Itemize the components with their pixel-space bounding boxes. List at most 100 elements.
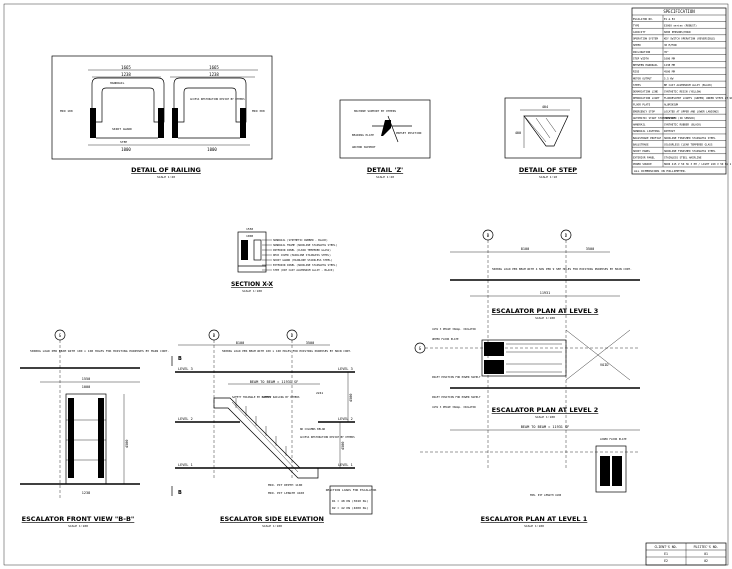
side-scale: SCALE 1:100 [262, 524, 282, 528]
client-header-1: CLIENT'S NO. [654, 545, 677, 549]
side-level-2-r: LEVEL 2 [338, 417, 353, 421]
spec-row-label: EXTERIOR PANEL [633, 156, 655, 160]
plan1-scale: SCALE 1:100 [524, 524, 544, 528]
railing-label-access: ACCESS RESTORATION DEVICE BY OTHERS [190, 97, 245, 101]
side-label-access: ACCESS RESTORATION DEVICE BY OTHERS [300, 435, 355, 439]
spec-row-value: E1 & E2 [664, 17, 675, 21]
svg-text:B: B [178, 356, 182, 362]
side-label-railing: SAFETY RAILING BY OTHERS [262, 395, 300, 399]
spec-row-label: CAPACITY [633, 30, 646, 34]
railing-dim-1: 1665 [121, 65, 131, 70]
spec-row-value: PROVIDED (IR SENSOR) [664, 116, 696, 120]
plan-grid-b: B [487, 233, 490, 238]
section-dim-2: 1000 [246, 234, 253, 238]
escalator-plans: B D G 8100 3500 5000KG LOAD PER BEAM WIT… [414, 229, 640, 528]
spec-row-label: BALUSTRADE [633, 142, 649, 146]
section-label: STEP (DIE CAST ALUMINIUM ALLOY - BLACK) [273, 268, 334, 272]
spec-row-label: EMERGENCY STOP [633, 109, 655, 113]
side-label-nocol: NO COLUMNS BELOW [300, 427, 325, 431]
spec-row-value: E3000 series (ROBUST) [664, 23, 697, 27]
client-row2-b: 02 [704, 559, 708, 563]
front-grid-g: G [59, 333, 62, 338]
spec-row-value: COLOURLESS CLEAR TEMPERED GLASS [664, 142, 713, 146]
z-label-machine: MACHINE SUPPORT BY OTHERS [354, 109, 396, 113]
spec-row-label: STEPS [633, 83, 641, 87]
spec-row-value: WITHOUT [664, 129, 675, 133]
side-dim-4: 4500 [341, 442, 345, 450]
client-row1-b: 01 [704, 552, 708, 556]
plan-note: 5000KG LOAD PER BEAM WITH 4 NOS PER 9 SE… [492, 267, 632, 271]
section-dim-1: 1550 [246, 227, 253, 231]
spec-row-label: BALUSTRADE PROFILE [633, 136, 662, 140]
plan3-scale: SCALE 1:100 [535, 316, 555, 320]
railing-title: DETAIL OF RAILING [131, 166, 201, 174]
spec-row-label: RISE [633, 70, 640, 74]
spec-row-label: BETWEEN HANDRAIL [633, 63, 658, 67]
side-level-1-r: LEVEL 1 [338, 463, 353, 467]
section-label: HANDRAIL (SYNTHETIC RUBBER - BLACK) [273, 238, 328, 242]
railing-dim-5: 1000 [121, 147, 131, 152]
plan1-label-lfp: LOWER FLOOR PLATE [600, 437, 627, 441]
side-beam: BEAM TO BEAM = 11931 SF [250, 380, 298, 384]
spec-row-value: FLUORESCENT LIGHTS (GREEN) UNDER STEPS A… [664, 96, 732, 100]
plan2-label-isolator: 415V 3 PHASE 30Amp. ISOLATOR [432, 405, 476, 409]
section-label: DECK COVER (HAIRLINE STAINLESS STEEL) [273, 253, 331, 257]
front-scale: SCALE 1:100 [68, 524, 88, 528]
side-level-3: LEVEL 3 [178, 367, 193, 371]
spec-row-value: SYNTHETIC RESIN (YELLOW) [664, 90, 702, 94]
plan3-title: ESCALATOR PLAN AT LEVEL 3 [492, 307, 599, 315]
spec-row-value: KEY SWITCH OPERATION (REVERSIBLE) [664, 37, 716, 41]
front-dim-2: 1000 [82, 385, 90, 389]
plan3-label-inlet: INLET POSITION FOR POWER SUPPLY [432, 375, 481, 379]
spec-row-value: BE CAST ALUMINIUM ALLOY (BLACK) [664, 83, 713, 87]
spec-row-value: HAIRLINE FINISHED STAINLESS STEEL [664, 136, 716, 140]
reaction-r1: R1 = 48 KN (3040 KG) [332, 499, 368, 503]
railing-label-step: STEP [120, 140, 127, 144]
front-note: 5000KG LOAD PER BEAM WITH 100 x 100 HOLE… [30, 349, 169, 353]
spec-row-value: 6000 PERSONS/HOUR [664, 30, 691, 34]
railing-dim-3: 1665 [209, 65, 219, 70]
section-label: SKIRT GUARD (HAIRLINE STAINLESS STEEL) [273, 258, 333, 262]
railing-dim-6: 1000 [207, 147, 217, 152]
plan-dim-1: 8100 [521, 247, 529, 251]
spec-row-label: DEMARCATION LINE [633, 90, 658, 94]
spec-row-label: DEMARCATION LIGHT [633, 96, 660, 100]
front-title: ESCALATOR FRONT VIEW "B-B" [22, 515, 135, 523]
section-label: EXTERIOR PANEL (HAIRLINE STAINLESS STEEL… [273, 263, 337, 267]
escalator-side-elevation: B D B 8100 3500 5000KG LOAD PER BEAM WIT… [171, 329, 376, 528]
spec-row-label: FLOOR PLATE [633, 103, 651, 107]
side-level-1: LEVEL 1 [178, 463, 193, 467]
front-dim-3: 1238 [82, 491, 90, 495]
spec-row-label: SPEED [633, 43, 641, 47]
plan1-title: ESCALATOR PLAN AT LEVEL 1 [481, 515, 588, 523]
plan-dim-3: 11931 [540, 291, 551, 295]
plan3-label-ufp: UPPER FLOOR PLATE [432, 337, 459, 341]
railing-label-handrail: HANDRAIL [110, 81, 125, 85]
detail-of-step: 404 400 DETAIL OF STEP SCALE 1:10 [504, 97, 582, 179]
railing-label-min300: MIN 300 [252, 109, 265, 113]
side-dim-6: MIN. PIT LENGTH 4100 [268, 491, 304, 495]
section-label: HANDRAIL FRAME (HAIRLINE STAINLESS STEEL… [273, 243, 337, 247]
z-label-preset: PRESET POSITION [396, 131, 422, 135]
railing-dim-2: 1238 [121, 72, 131, 77]
spec-row-value: STAINLESS STEEL HAIRLINE [664, 156, 702, 160]
spec-row-value: 4500 MM [664, 70, 675, 74]
spec-row-label: AUTOMATIC START STOP DEVICE [633, 116, 676, 120]
detail-of-railing: 1665 1238 1665 1238 1000 1000 HANDRAIL M… [51, 55, 273, 179]
section-scale: SCALE 1:100 [242, 289, 262, 293]
side-label-pitdepth: MIN. PIT DEPTH 1100 [268, 483, 303, 487]
plan-void: VOID [600, 363, 608, 367]
side-label-triangle: SAFETY TRIANGLE BY OTHERS [232, 395, 271, 399]
plan1-label-pit: MIN. PIT LENGTH 4100 [530, 493, 562, 497]
section-label: INTERIOR PANEL (CLEAR TEMPERED GLASS) [273, 248, 331, 252]
section-x-x: 1550 1000 HANDRAIL (SYNTHETIC RUBBER - B… [231, 227, 338, 293]
side-title: ESCALATOR SIDE ELEVATION [220, 515, 324, 523]
svg-text:B: B [178, 490, 182, 496]
spec-row-label: SKIRT PANEL [633, 149, 651, 153]
side-dim-5: 4500 [349, 394, 353, 402]
spec-row-label: STEP WIDTH [633, 56, 649, 60]
plan2-title: ESCALATOR PLAN AT LEVEL 2 [492, 406, 599, 414]
section-title: SECTION X-X [231, 281, 273, 288]
